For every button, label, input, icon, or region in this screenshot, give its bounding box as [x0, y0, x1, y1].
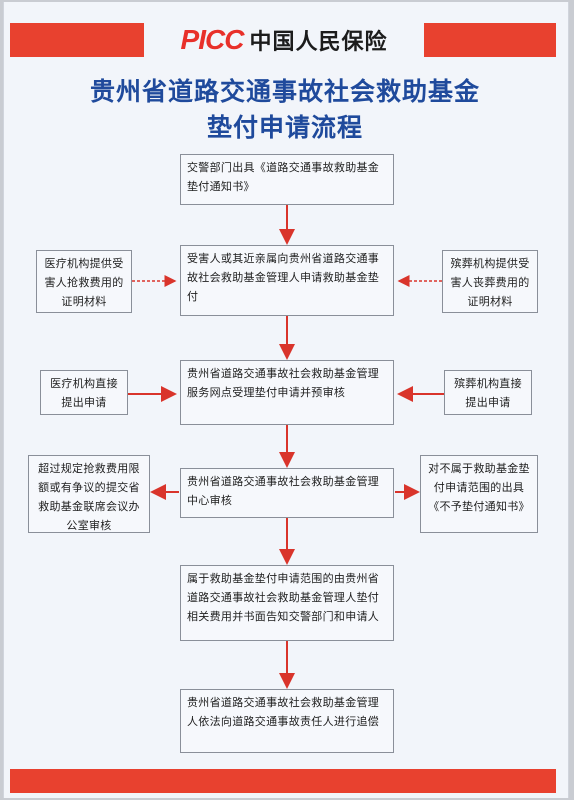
step1-traffic-police-notice: 交警部门出具《道路交通事故救助基金垫付通知书》 [180, 154, 394, 205]
side-over-limit-review: 超过规定抢救费用限额或有争议的提交省救助基金联席会议办公室审核 [28, 455, 150, 533]
side-medical-proof: 医疗机构提供受害人抢救费用的证明材料 [36, 250, 132, 313]
step4-center-review: 贵州省道路交通事故社会救助基金管理中心审核 [180, 468, 394, 518]
step2-apply-advance: 受害人或其近亲属向贵州省道路交通事故社会救助基金管理人申请救助基金垫付 [180, 245, 394, 316]
side-funeral-direct: 殡葬机构直接提出申请 [444, 370, 532, 415]
poster-title-line1: 贵州省道路交通事故社会救助基金 [89, 77, 480, 106]
side-funeral-proof: 殡葬机构提供受害人丧葬费用的证明材料 [442, 250, 538, 313]
side-not-eligible-notice: 对不属于救助基金垫付申请范围的出具《不予垫付通知书》 [420, 455, 538, 533]
side-medical-direct: 医疗机构直接提出申请 [40, 370, 128, 415]
step6-recovery: 贵州省道路交通事故社会救助基金管理人依法向道路交通事故责任人进行追偿 [180, 689, 394, 753]
company-name: 中国人民保险 [249, 30, 388, 55]
bottom-red-band [10, 769, 556, 793]
picc-logo-mark: PICC [180, 24, 245, 55]
step3-outlet-pre-review: 贵州省道路交通事故社会救助基金管理服务网点受理垫付申请并预审核 [180, 360, 394, 425]
step5-advance-payment: 属于救助基金垫付申请范围的由贵州省道路交通事故社会救助基金管理人垫付相关费用并书… [180, 565, 394, 641]
poster-title-line2: 垫付申请流程 [206, 113, 363, 142]
company-logo: PICC 中国人民保险 [144, 20, 424, 60]
